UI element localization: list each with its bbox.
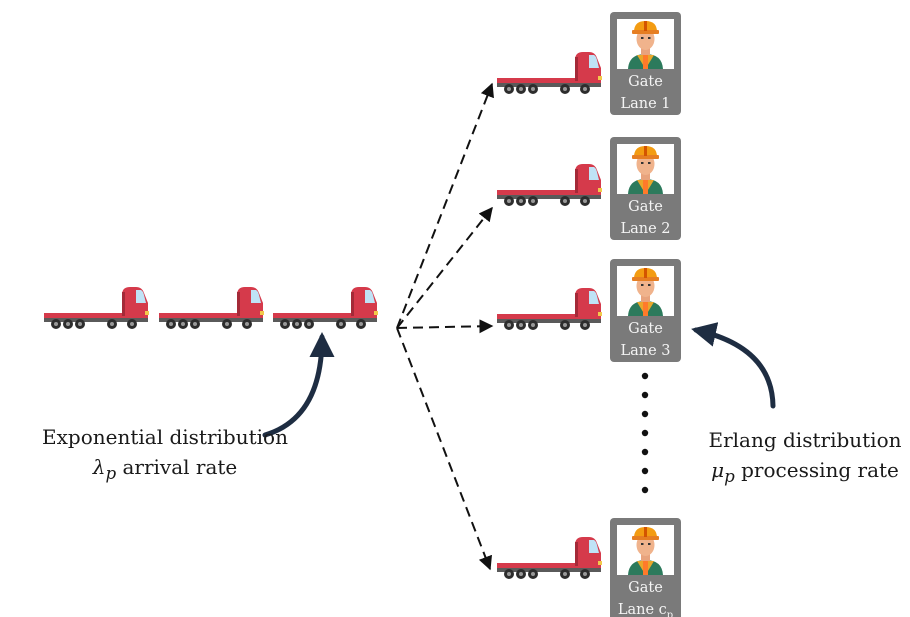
lane-truck-icon [497, 288, 602, 330]
gate-label: Gate [628, 321, 663, 337]
dispatch-arrow [396, 319, 494, 334]
arrival-rate-symbol: λ [92, 455, 106, 479]
arrival-rate-subscript: p [105, 464, 117, 483]
gate-label: Gate [628, 580, 663, 596]
gate-lane-subscript: p [667, 610, 673, 617]
dispatch-arrow [396, 327, 492, 571]
gate-lane-label: Lane 1 [620, 96, 670, 112]
arrival-rate-pointer [262, 332, 335, 438]
service-distribution-title: Erlang distribution [708, 428, 902, 452]
processing-rate-pointer [691, 322, 776, 409]
queued-truck-icon [159, 287, 264, 329]
lane-truck-icon [497, 537, 602, 579]
service-rate-symbol: μ [711, 458, 725, 482]
lane-truck-icon [497, 164, 602, 206]
lane-truck-icon [497, 52, 602, 94]
dispatch-arrow [396, 206, 493, 329]
service-caption: Erlang distribution μp processing rate [700, 425, 910, 492]
gate-label: Gate [628, 74, 663, 90]
service-rate-line: μp processing rate [700, 455, 910, 492]
arrival-rate-label: arrival rate [122, 455, 238, 479]
service-rate-label: processing rate [741, 458, 899, 482]
arrival-distribution-title: Exponential distribution [42, 425, 288, 449]
dispatch-arrow [396, 82, 494, 329]
queued-truck-icon [44, 287, 149, 329]
arrival-queue [44, 287, 378, 329]
gate-lane-label: Lane cp [618, 602, 673, 617]
arrival-caption: Exponential distribution λp arrival rate [0, 422, 330, 489]
service-rate-subscript: p [724, 467, 735, 486]
gate-label: Gate [628, 199, 663, 215]
dispatch-arrows [396, 82, 494, 571]
gate-lane-label: Lane 2 [620, 221, 670, 237]
lane-trucks [497, 52, 602, 579]
service-ellipsis [641, 372, 649, 494]
queued-truck-icon [273, 287, 378, 329]
gate-lane-label: Lane 3 [620, 343, 670, 359]
arrival-rate-line: λp arrival rate [0, 452, 330, 489]
